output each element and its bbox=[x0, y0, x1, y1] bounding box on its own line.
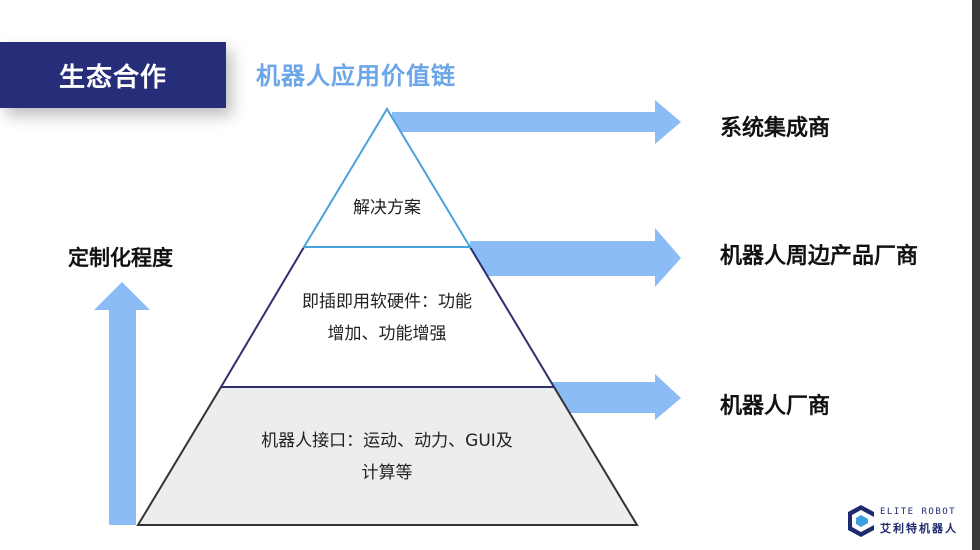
label-robot-maker: 机器人厂商 bbox=[720, 394, 831, 419]
tier-middle-text: 即插即用软硬件：功能 增加、功能增强 bbox=[257, 286, 517, 350]
page-title: 机器人应用价值链 bbox=[256, 62, 456, 90]
arrow-to-system-integrator bbox=[392, 100, 681, 144]
label-system-integrator: 系统集成商 bbox=[720, 116, 831, 141]
tier-top-text: 解决方案 bbox=[353, 198, 421, 218]
pyramid-top-tier bbox=[302, 107, 472, 248]
right-edge-strip bbox=[972, 0, 980, 550]
logo-english-text: ELITE ROBOT bbox=[880, 507, 957, 517]
tier-bottom-line2: 计算等 bbox=[361, 463, 413, 483]
label-peripheral-maker: 机器人周边产品厂商 bbox=[720, 244, 919, 269]
logo-mark-icon bbox=[848, 505, 874, 537]
arrow-to-robot-maker bbox=[549, 374, 681, 420]
tier-bottom-text: 机器人接口：运动、动力、GUI及 计算等 bbox=[217, 425, 557, 489]
arrow-to-peripheral-maker bbox=[470, 228, 681, 287]
section-badge: 生态合作 bbox=[0, 42, 226, 108]
tier-bottom-line1: 机器人接口：运动、动力、GUI及 bbox=[261, 431, 513, 451]
tier-middle-line1: 即插即用软硬件：功能 bbox=[302, 292, 472, 312]
up-arrow bbox=[94, 282, 150, 525]
tier-middle-line2: 增加、功能增强 bbox=[327, 324, 447, 344]
logo-chinese-text: 艾利特机器人 bbox=[880, 522, 958, 535]
elite-robot-logo: ELITE ROBOT 艾利特机器人 bbox=[846, 504, 966, 540]
label-customization-degree: 定制化程度 bbox=[68, 246, 173, 270]
